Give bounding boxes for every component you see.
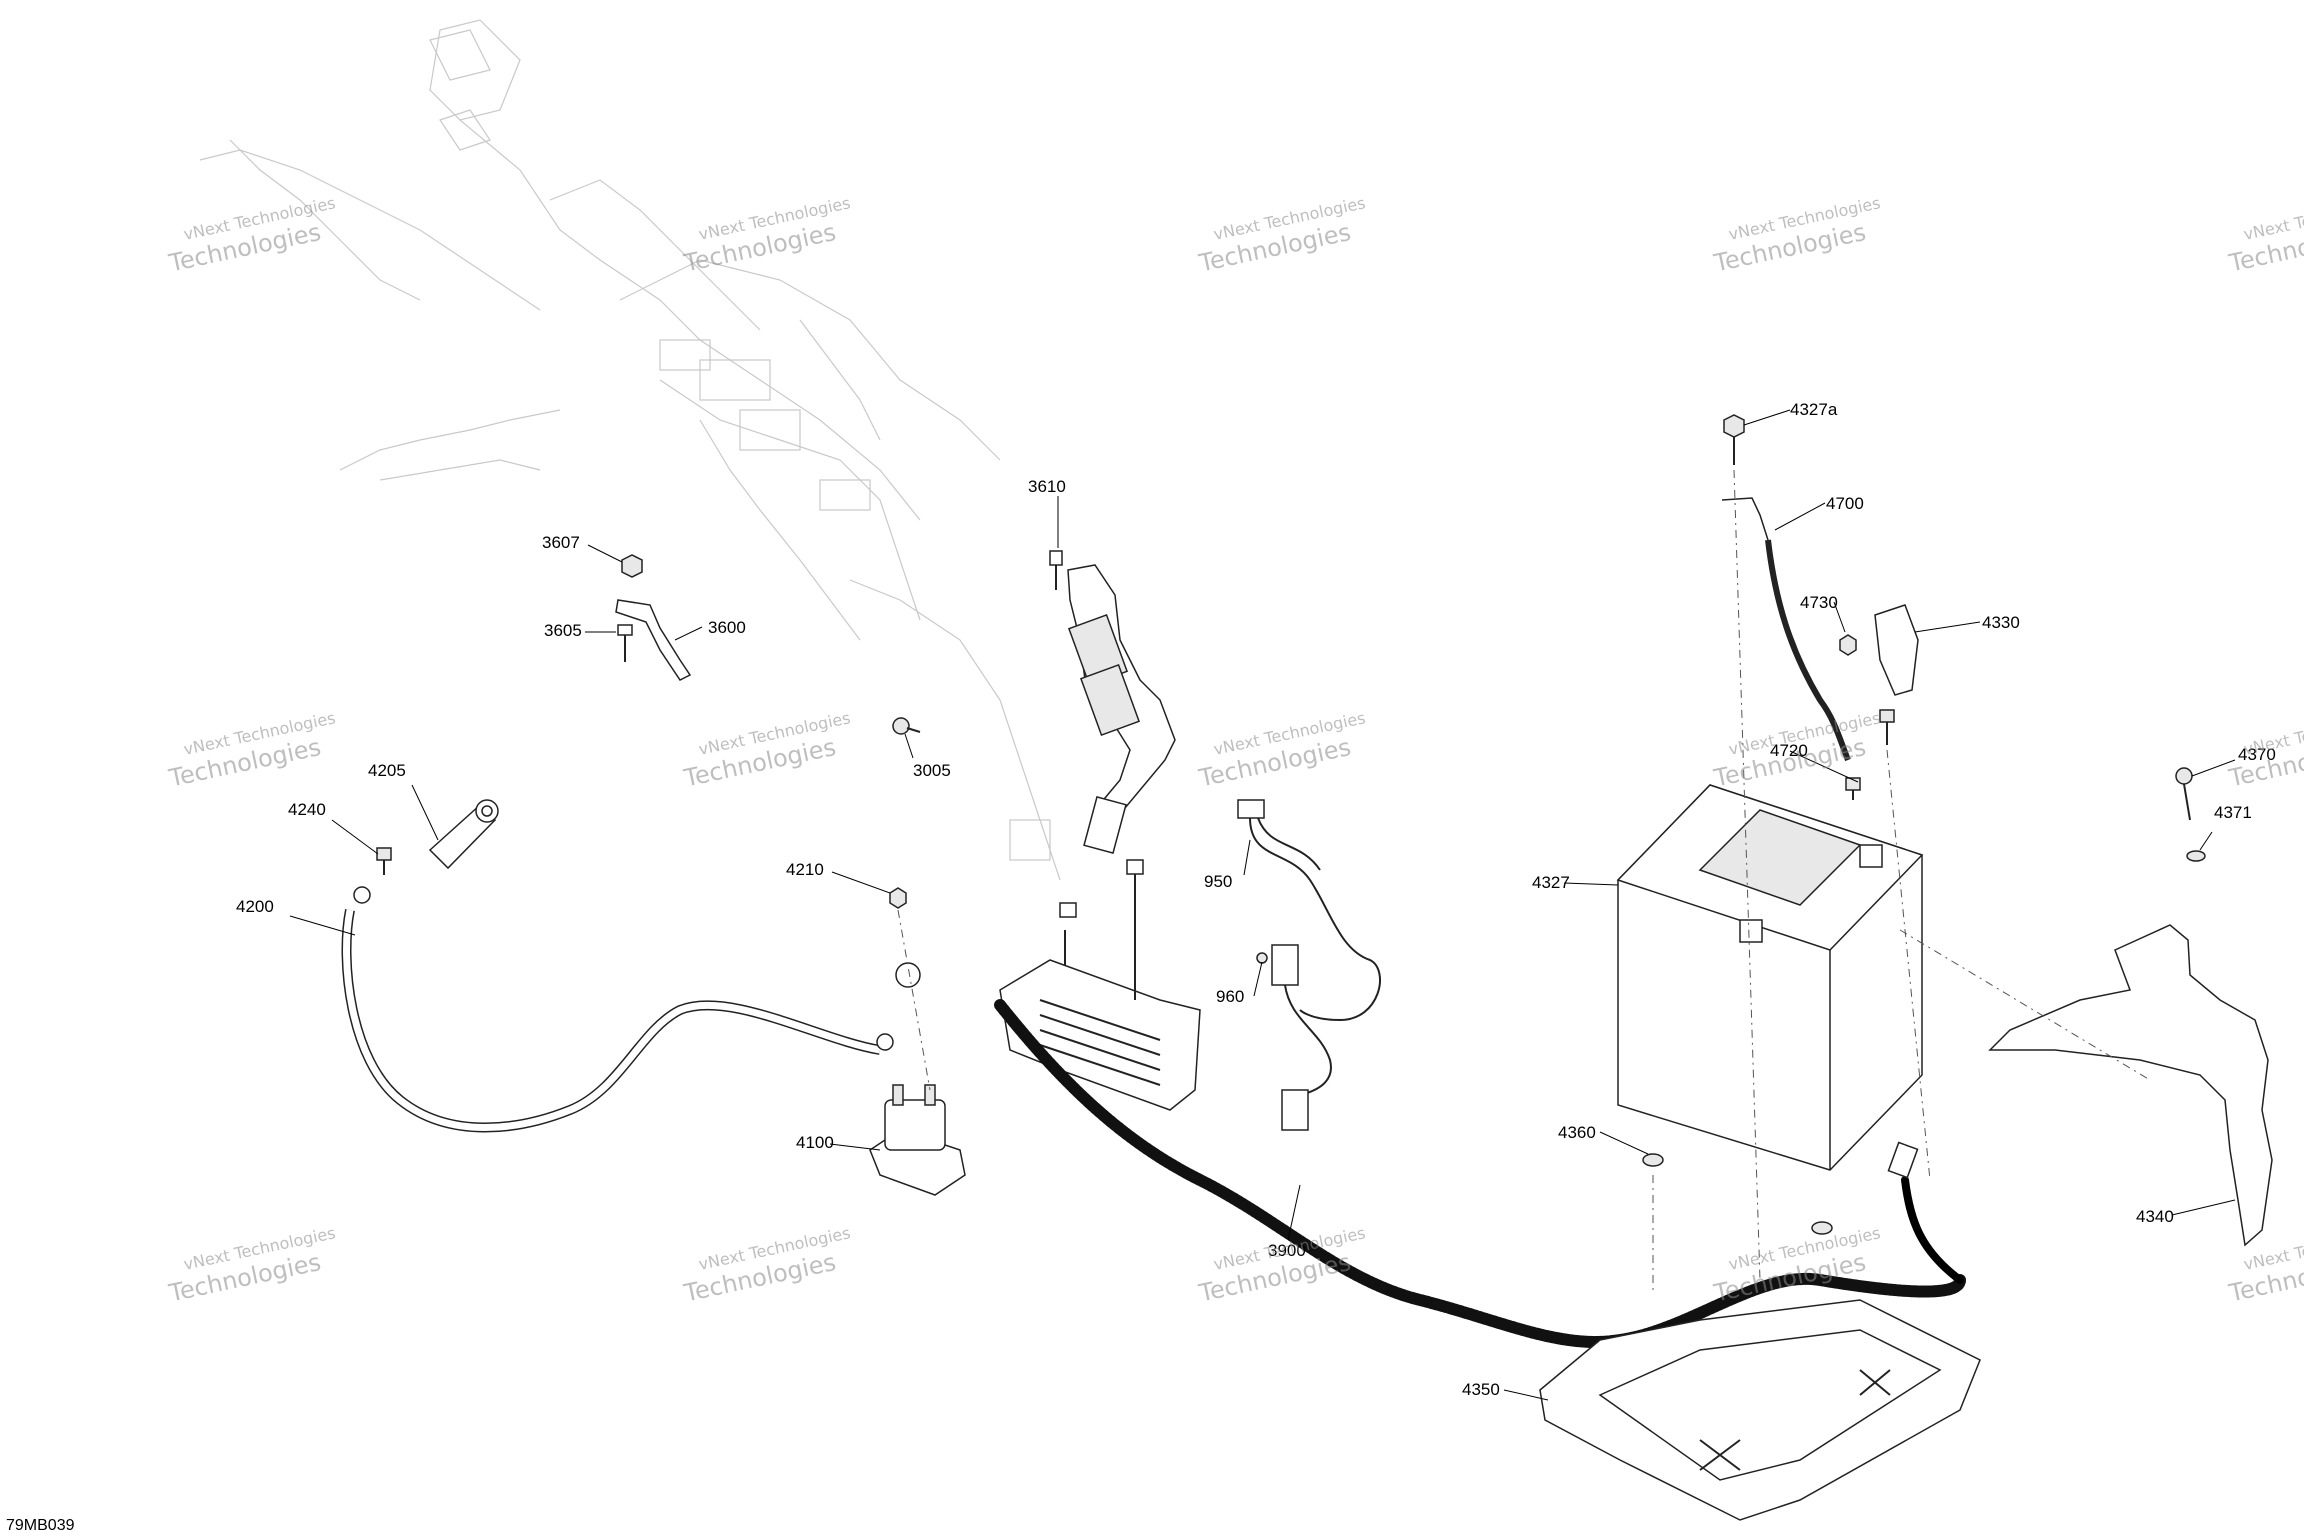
watermark-8: vNext Technologies Technologies (1196, 708, 1367, 792)
watermark-11: vNext Technologies Technologies (166, 1223, 337, 1307)
part-3610-bolt (1049, 550, 1063, 590)
fuse-relay-holder (1067, 564, 1176, 854)
callout-4205: 4205 (368, 761, 406, 780)
part-3607-nut (621, 554, 643, 578)
callout-3610: 3610 (1028, 477, 1066, 496)
part-4730-nut (1839, 634, 1857, 656)
callout-950: 950 (1204, 872, 1232, 891)
voltage-regulator (999, 859, 1201, 1111)
part-4340-bracket (1988, 924, 2273, 1247)
watermark-9: vNext Technologies Technologies (1711, 708, 1882, 792)
dash-4210-4100 (897, 909, 931, 1091)
part-950-harness (1237, 799, 1381, 1022)
part-4370-bolt (2175, 767, 2193, 821)
part-4205-boot (428, 799, 499, 870)
watermark-4: vNext Technologies Technologies (1711, 193, 1882, 277)
part-3605-bolt (617, 624, 633, 662)
dash-bracket (1899, 929, 2151, 1081)
watermark-7: vNext Technologies Technologies (681, 708, 852, 792)
callout-4330: 4330 (1982, 613, 2020, 632)
callout-4700: 4700 (1826, 494, 1864, 513)
callout-3605: 3605 (544, 621, 582, 640)
watermark-10: vNext Technologies Technologies (2226, 708, 2304, 792)
callout-4371: 4371 (2214, 803, 2252, 822)
callout-4350: 4350 (1462, 1380, 1500, 1399)
callout-4100: 4100 (796, 1133, 834, 1152)
watermark-2: vNext Technologies Technologies (681, 193, 852, 277)
callout-3005: 3005 (913, 761, 951, 780)
watermarks: vNext Technologies Technologies vNext Te… (166, 193, 2304, 1307)
callout-4730: 4730 (1800, 593, 1838, 612)
part-3900-harness (994, 999, 1966, 1348)
callout-4200: 4200 (236, 897, 274, 916)
dash-battery-2 (1886, 749, 1931, 1181)
callouts: 4327a 4700 3610 3607 4730 4330 3605 3600… (236, 400, 2276, 1399)
callout-4327a: 4327a (1790, 400, 1838, 419)
part-4200-cable (341, 886, 894, 1133)
watermark-15: vNext Technologies Technologies (2226, 1223, 2304, 1307)
callout-3607: 3607 (542, 533, 580, 552)
watermark-3: vNext Technologies Technologies (1196, 193, 1367, 277)
part-3005-screw (892, 717, 921, 735)
callout-4340: 4340 (2136, 1207, 2174, 1226)
watermark-6: vNext Technologies Technologies (166, 708, 337, 792)
figure-id: 79MB039 (6, 1517, 75, 1534)
leader-lines (289, 409, 2236, 1401)
part-4700-cable (1721, 497, 1851, 762)
part-960-connector (1256, 944, 1332, 1131)
part-4330-cap (1874, 604, 1919, 696)
callout-3600: 3600 (708, 618, 746, 637)
part-4360-washer (1642, 1153, 1833, 1235)
part-4210-nut (889, 887, 907, 909)
part-4327a-bolt (1723, 414, 1745, 465)
watermark-1: vNext Technologies Technologies (166, 193, 337, 277)
callout-4240: 4240 (288, 800, 326, 819)
part-4327-battery (1616, 784, 1924, 1171)
watermark-5: vNext Technologies Technologies (2226, 193, 2304, 277)
part-4371-washer (2186, 850, 2206, 862)
callout-4210: 4210 (786, 860, 824, 879)
watermark-14: vNext Technologies Technologies (1711, 1223, 1882, 1307)
part-4240-bolt (376, 847, 392, 875)
part-4350-tray (1539, 1299, 1981, 1521)
callout-3900: 3900 (1268, 1241, 1306, 1260)
ghost-frame-assembly (199, 19, 1061, 881)
part-4100-solenoid (869, 962, 966, 1196)
callout-4327: 4327 (1532, 873, 1570, 892)
watermark-12: vNext Technologies Technologies (681, 1223, 852, 1307)
dash-battery-1 (1733, 469, 1761, 1281)
callout-4360: 4360 (1558, 1123, 1596, 1142)
callout-960: 960 (1216, 987, 1244, 1006)
callout-4720: 4720 (1770, 741, 1808, 760)
callout-4370: 4370 (2238, 745, 2276, 764)
part-3600-strap (615, 599, 692, 681)
